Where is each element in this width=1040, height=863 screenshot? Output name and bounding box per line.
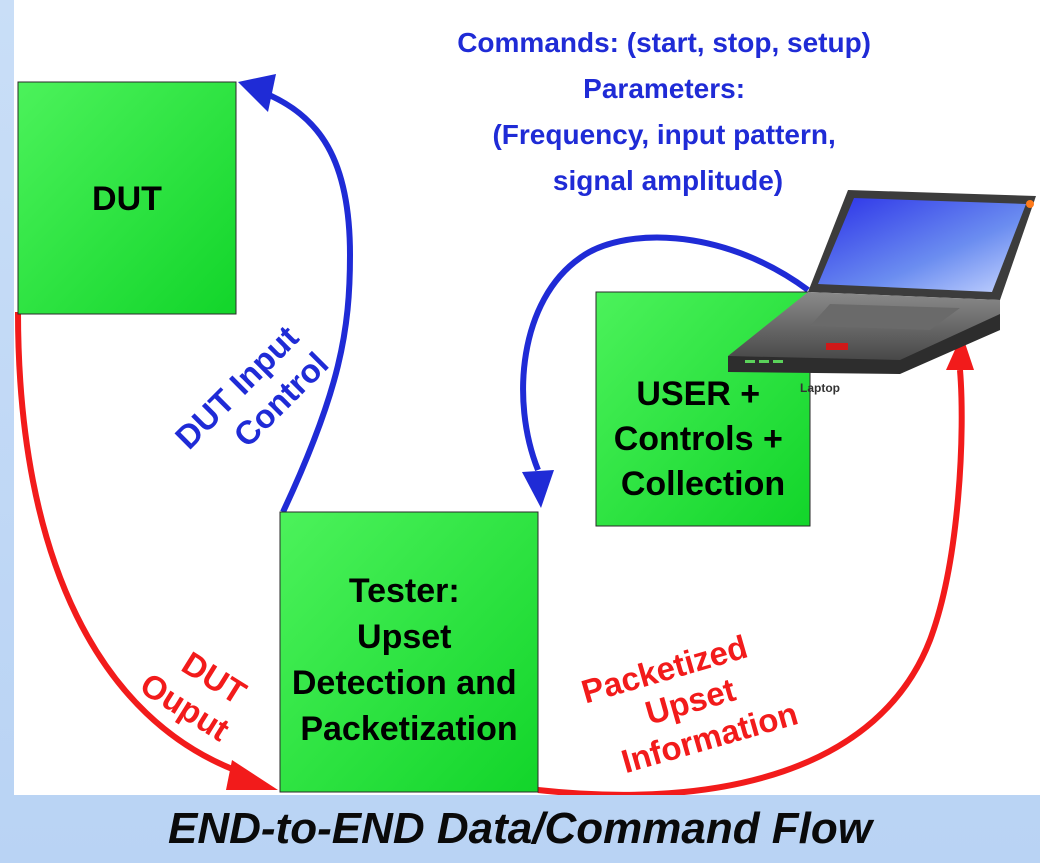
command-arrowhead	[522, 470, 554, 508]
commands-note: Commands: (start, stop, setup) Parameter…	[457, 27, 879, 196]
svg-text:Tester: Upset Dete: Tester: Upset Detection and Packetizatio…	[292, 572, 526, 748]
laptop-label: Laptop	[800, 381, 840, 395]
svg-text:USER + Controls +: USER + Controls + Collection	[614, 375, 793, 503]
dut-output-arrowhead	[226, 760, 278, 790]
commands-note-line-2: Parameters:	[583, 73, 745, 104]
tester-box: Tester: Upset Detection and Packetizatio…	[279, 511, 539, 793]
tester-box-line-2: Upset	[357, 618, 451, 656]
tester-box-line-4: Packetization	[300, 710, 517, 748]
dut-box-label: DUT	[92, 180, 162, 218]
flow-diagram: DUT USER + Controls + Collection Tester:…	[15, 27, 1036, 795]
user-box-line-2: Controls +	[614, 420, 783, 458]
user-box-line-3: Collection	[621, 465, 785, 503]
dut-input-control-arrow	[260, 89, 354, 514]
laptop-icon	[728, 190, 1036, 374]
packetized-arrow	[537, 369, 965, 795]
dut-output-arrow	[15, 311, 242, 775]
packetized-arrowhead	[946, 334, 974, 370]
dut-input-arrowhead	[238, 74, 276, 112]
tester-box-line-1: Tester:	[349, 572, 460, 610]
diagram-caption: END-to-END Data/Command Flow	[168, 804, 872, 853]
tester-box-line-3: Detection and	[292, 664, 517, 702]
commands-note-line-3: (Frequency, input pattern,	[492, 119, 835, 150]
dut-box: DUT	[17, 81, 237, 315]
commands-note-line-1: Commands: (start, stop, setup)	[457, 27, 871, 58]
command-arrow	[520, 234, 810, 472]
commands-note-line-4: signal amplitude)	[553, 165, 783, 196]
user-box-line-1: USER +	[636, 375, 760, 413]
